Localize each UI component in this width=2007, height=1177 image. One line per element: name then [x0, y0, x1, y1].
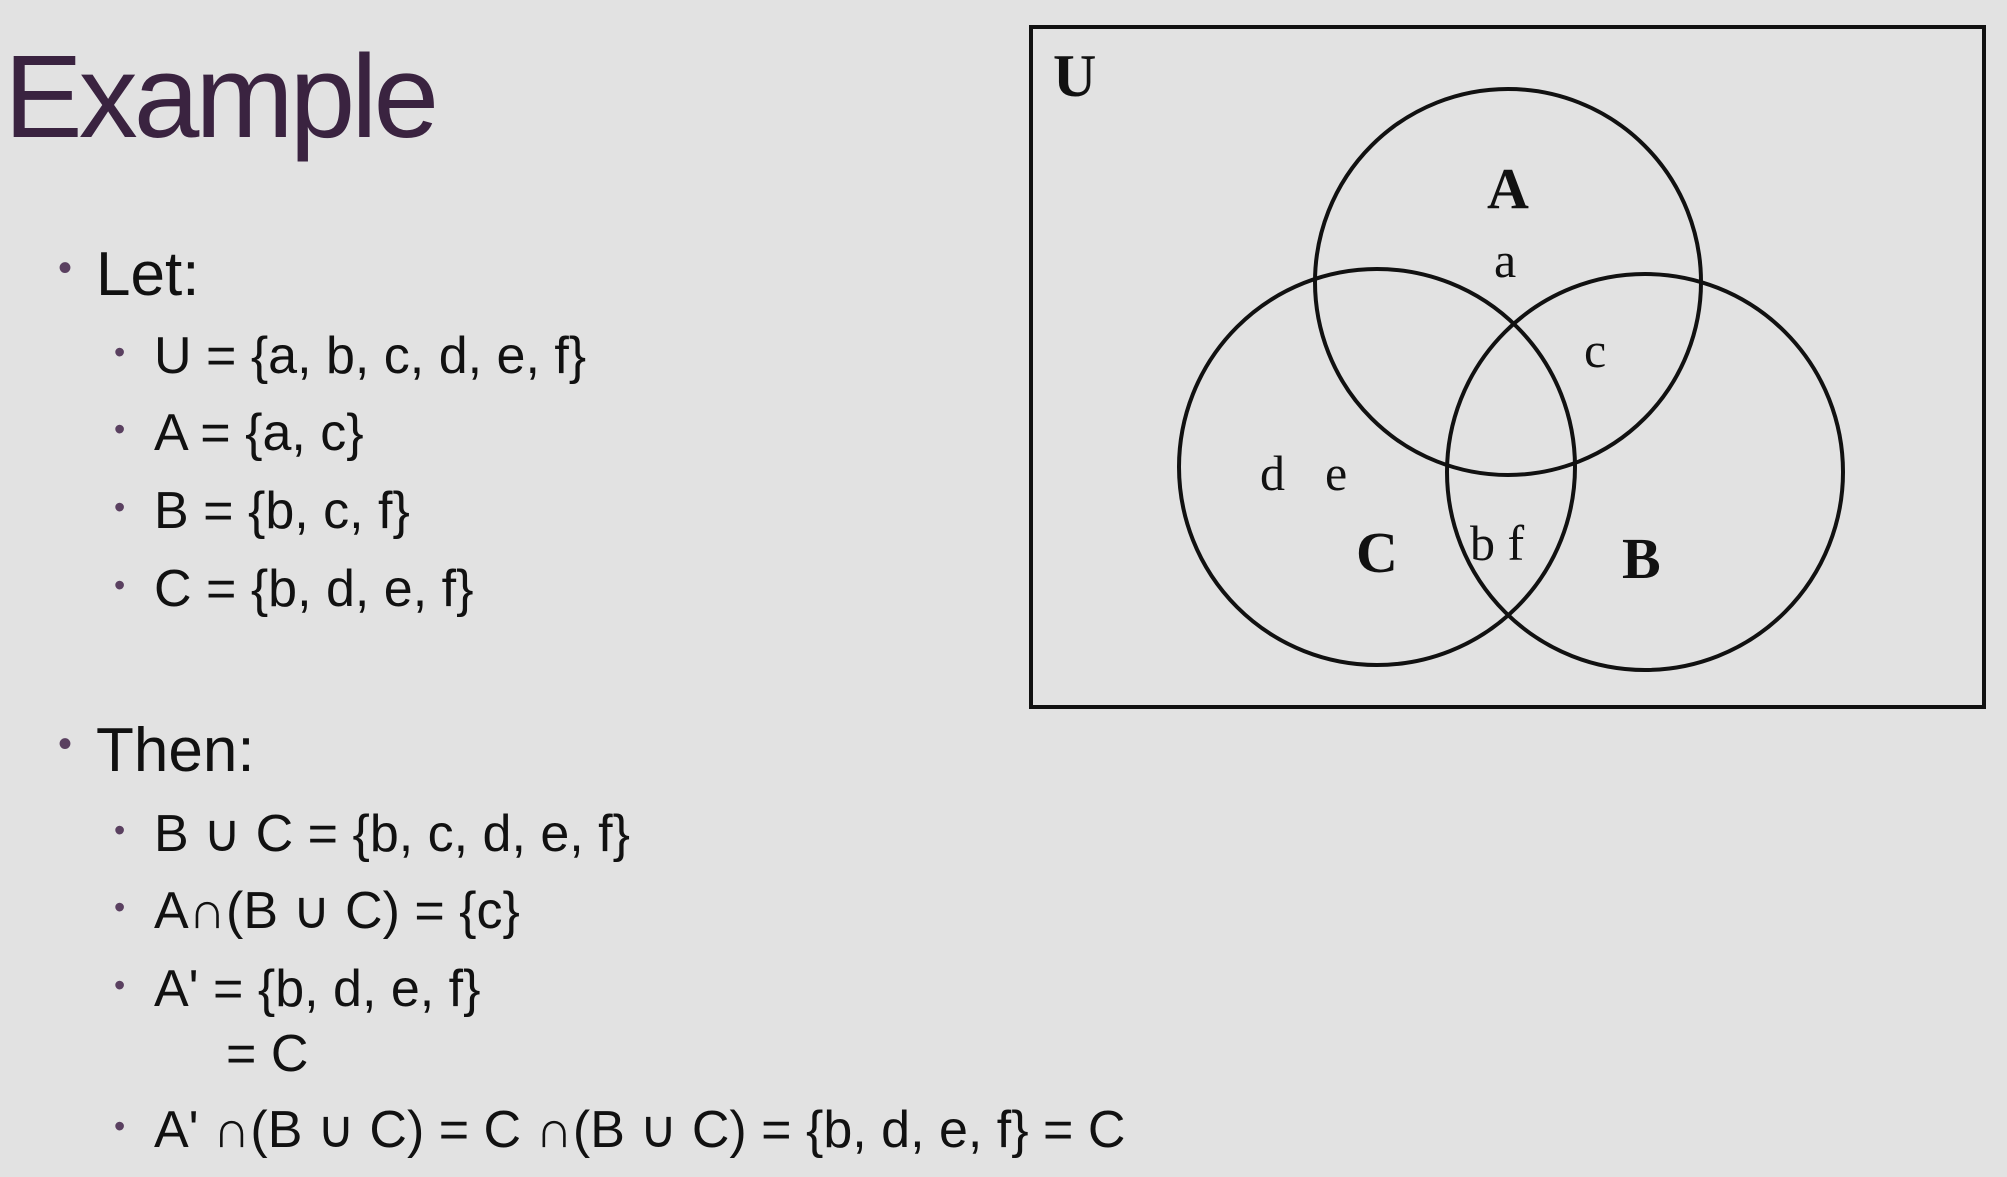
bullet-dot-icon: • [114, 334, 126, 370]
result-item: • B ∪ C = {b, c, d, e, f} [114, 805, 630, 863]
bullet-dot-icon: • [114, 489, 126, 525]
set-b-label: B [1622, 526, 1661, 591]
venn-diagram: U A B C a c d e b f [1029, 25, 1986, 709]
bullet-dot-icon: • [58, 246, 73, 290]
region-b-and-c: b f [1470, 515, 1525, 571]
definition-text: U = {a, b, c, d, e, f} [154, 327, 587, 385]
definition-item: • U = {a, b, c, d, e, f} [114, 327, 587, 385]
definition-text: B = {b, c, f} [154, 482, 410, 540]
result-text: A' ∩(B ∪ C) = C ∩(B ∪ C) = {b, d, e, f} … [154, 1101, 1126, 1159]
set-b-circle [1445, 272, 1845, 672]
region-a-and-b: c [1584, 322, 1606, 378]
bullet-dot-icon: • [114, 812, 126, 848]
bullet-dot-icon: • [58, 722, 73, 766]
bullet-dot-icon: • [114, 411, 126, 447]
set-c-label: C [1356, 520, 1398, 585]
bullet-dot-icon: • [114, 967, 126, 1003]
then-heading: • Then: [58, 720, 255, 782]
definition-item: • B = {b, c, f} [114, 482, 410, 540]
definition-text: A = {a, c} [154, 404, 364, 462]
region-c-only-d: d [1260, 445, 1285, 501]
let-heading-text: Let: [96, 240, 200, 309]
let-heading: • Let: [58, 244, 199, 306]
bullet-dot-icon: • [114, 567, 126, 603]
result-item: • A∩(B ∪ C) = {c} [114, 882, 520, 940]
universe-box [1029, 25, 1986, 709]
definition-item: • C = {b, d, e, f} [114, 560, 474, 618]
result-text: A∩(B ∪ C) = {c} [154, 882, 520, 940]
region-c-only-e: e [1325, 445, 1347, 501]
definition-text: C = {b, d, e, f} [154, 560, 474, 618]
result-continuation: = C [226, 1025, 309, 1083]
result-item: • A' = {b, d, e, f} [114, 960, 481, 1018]
set-c-circle [1177, 267, 1577, 667]
then-heading-text: Then: [96, 716, 255, 785]
universe-label: U [1053, 43, 1096, 109]
result-text: B ∪ C = {b, c, d, e, f} [154, 805, 630, 863]
result-text: A' = {b, d, e, f} [154, 960, 481, 1018]
bullet-dot-icon: • [114, 1108, 126, 1144]
result-item: • A' ∩(B ∪ C) = C ∩(B ∪ C) = {b, d, e, f… [114, 1101, 1126, 1159]
bullet-dot-icon: • [114, 889, 126, 925]
slide-title: Example [4, 31, 439, 163]
definition-item: • A = {a, c} [114, 404, 364, 462]
set-a-label: A [1487, 156, 1529, 221]
region-a-only: a [1494, 232, 1516, 288]
